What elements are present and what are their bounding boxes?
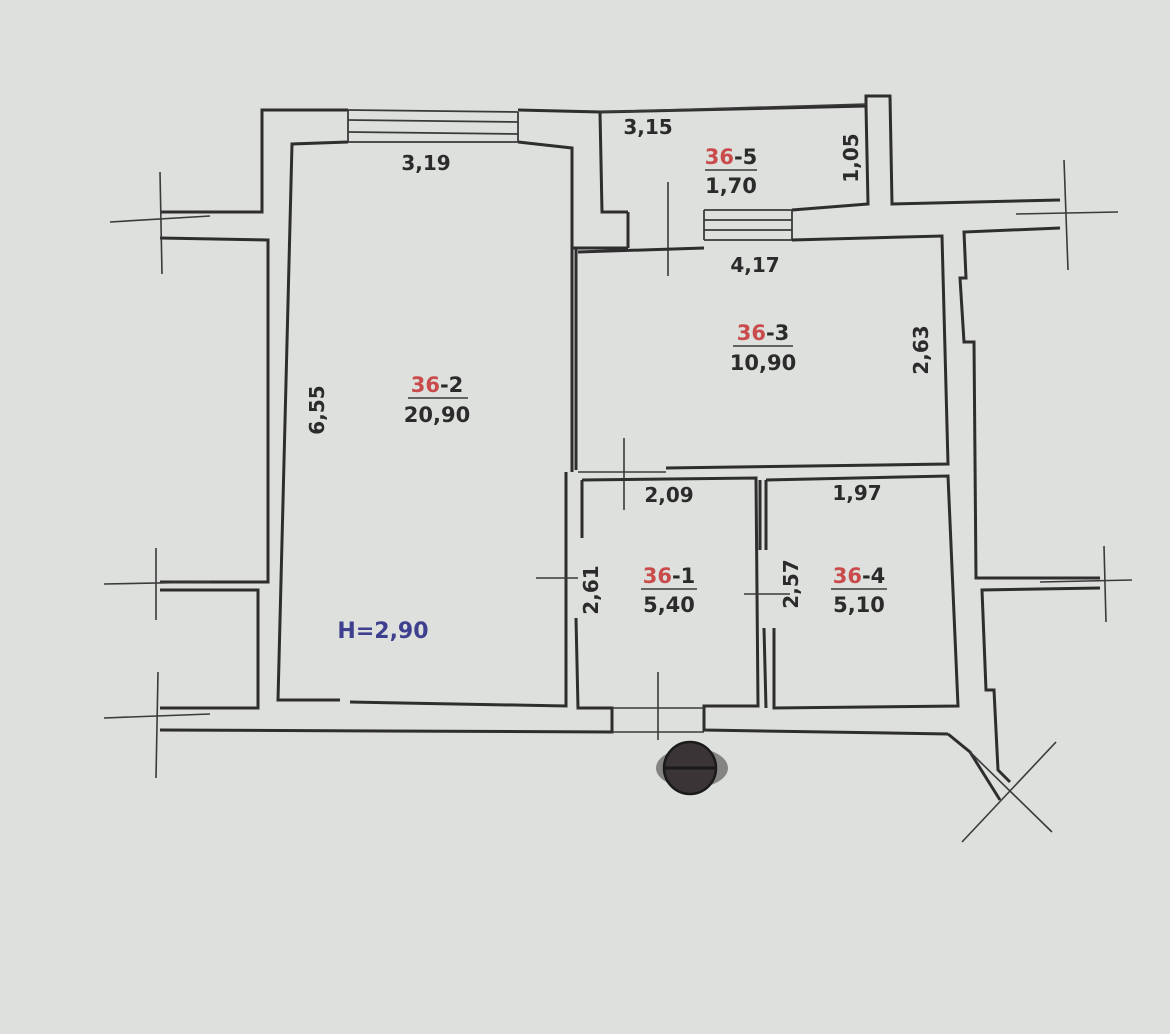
room-code-suffix: -2 xyxy=(440,373,463,397)
svg-text:36-3: 36-3 xyxy=(737,321,790,345)
dimension-room1-width: 2,09 xyxy=(644,483,693,507)
room-code-prefix: 36 xyxy=(833,564,862,588)
room-code-prefix: 36 xyxy=(705,145,734,169)
room-area: 10,90 xyxy=(730,351,796,375)
room-code-suffix: -3 xyxy=(766,321,789,345)
dimension-room4-width: 1,97 xyxy=(832,481,881,505)
svg-text:36-5: 36-5 xyxy=(705,145,758,169)
room-area: 5,10 xyxy=(833,593,885,617)
dimension-room3-depth: 2,63 xyxy=(909,325,933,374)
room-area: 20,90 xyxy=(404,403,470,427)
room-36-2-walls xyxy=(159,108,628,734)
room-code-suffix: -1 xyxy=(672,564,695,588)
entrance-marker xyxy=(656,740,728,796)
window-room-36-5 xyxy=(667,182,793,276)
room-36-2-label: 36-2 20,90 xyxy=(404,373,470,427)
dimension-room5-width: 3,15 xyxy=(623,115,672,139)
break-marks-right xyxy=(961,159,1133,843)
room-36-4-label: 36-4 5,10 xyxy=(831,564,887,617)
room-36-3-label: 36-3 10,90 xyxy=(730,321,796,375)
room-code-suffix: -4 xyxy=(862,564,885,588)
room-code-prefix: 36 xyxy=(737,321,766,345)
dimension-room1-depth: 2,61 xyxy=(579,565,603,614)
dimension-room4-depth: 2,57 xyxy=(779,559,803,608)
room-36-5-label: 36-5 1,70 xyxy=(705,145,758,198)
room-36-1-walls xyxy=(536,476,949,740)
break-marks-left xyxy=(103,171,211,779)
room-36-4-walls xyxy=(744,474,960,710)
svg-text:36-4: 36-4 xyxy=(833,564,886,588)
room-36-3-walls xyxy=(577,212,950,510)
room-36-1-label: 36-1 5,40 xyxy=(641,564,697,617)
dimension-room2-length: 6,55 xyxy=(305,385,329,434)
room-code-suffix: -5 xyxy=(734,145,757,169)
dimension-room3-width: 4,17 xyxy=(730,253,779,277)
svg-text:36-1: 36-1 xyxy=(643,564,696,588)
window-room-36-2 xyxy=(347,109,519,143)
dimension-room5-depth: 1,05 xyxy=(839,133,863,182)
room-code-prefix: 36 xyxy=(643,564,672,588)
dimension-room2-width: 3,19 xyxy=(401,151,450,175)
room-code-prefix: 36 xyxy=(411,373,440,397)
svg-text:36-2: 36-2 xyxy=(411,373,464,397)
room-36-5-walls xyxy=(599,94,1061,212)
room-area: 5,40 xyxy=(643,593,695,617)
room-area: 1,70 xyxy=(705,174,757,198)
ceiling-height-label: H=2,90 xyxy=(337,619,428,644)
